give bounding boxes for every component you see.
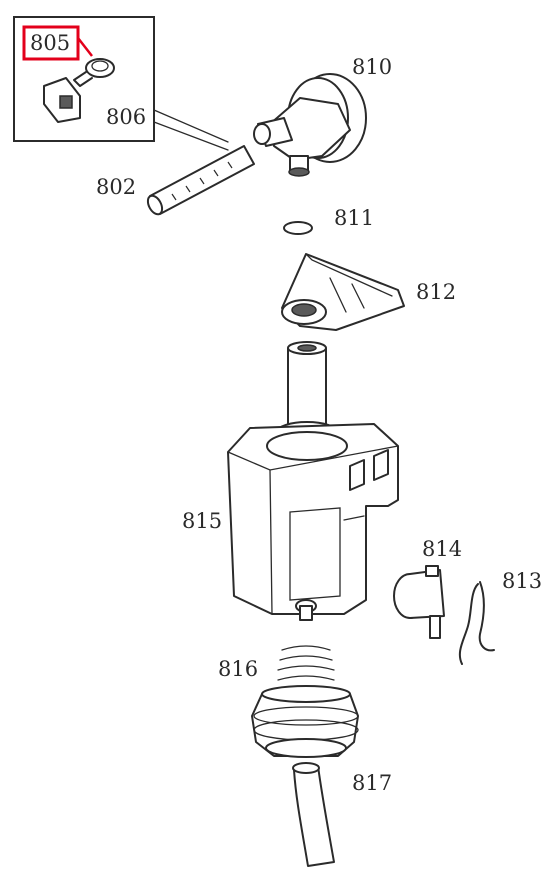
label-814: 814 bbox=[422, 537, 462, 561]
part-811-o-ring bbox=[283, 221, 313, 235]
label-802: 802 bbox=[96, 175, 136, 199]
label-816: 816 bbox=[218, 657, 258, 681]
label-810: 810 bbox=[352, 55, 392, 79]
label-815: 815 bbox=[182, 509, 222, 533]
highlight-805-box bbox=[22, 25, 80, 61]
label-817: 817 bbox=[352, 771, 392, 795]
part-805-clip bbox=[73, 58, 115, 87]
highlight-805-arrow bbox=[77, 37, 93, 57]
label-811: 811 bbox=[334, 206, 374, 230]
part-802-hose bbox=[146, 145, 255, 216]
part-815-pump-body bbox=[227, 341, 399, 621]
label-813: 813 bbox=[502, 569, 542, 593]
label-812: 812 bbox=[416, 280, 456, 304]
part-813-clip bbox=[458, 581, 495, 665]
part-814-connector bbox=[393, 565, 445, 639]
part-816-spring-boot bbox=[251, 645, 359, 758]
part-806-clip bbox=[43, 77, 81, 123]
label-805: 805 bbox=[30, 31, 70, 55]
label-806: 806 bbox=[106, 105, 146, 129]
inset-detail-box bbox=[13, 16, 229, 151]
part-812-bracket bbox=[281, 253, 405, 331]
part-817-tube bbox=[292, 762, 335, 867]
part-810-valve-head bbox=[253, 73, 367, 177]
